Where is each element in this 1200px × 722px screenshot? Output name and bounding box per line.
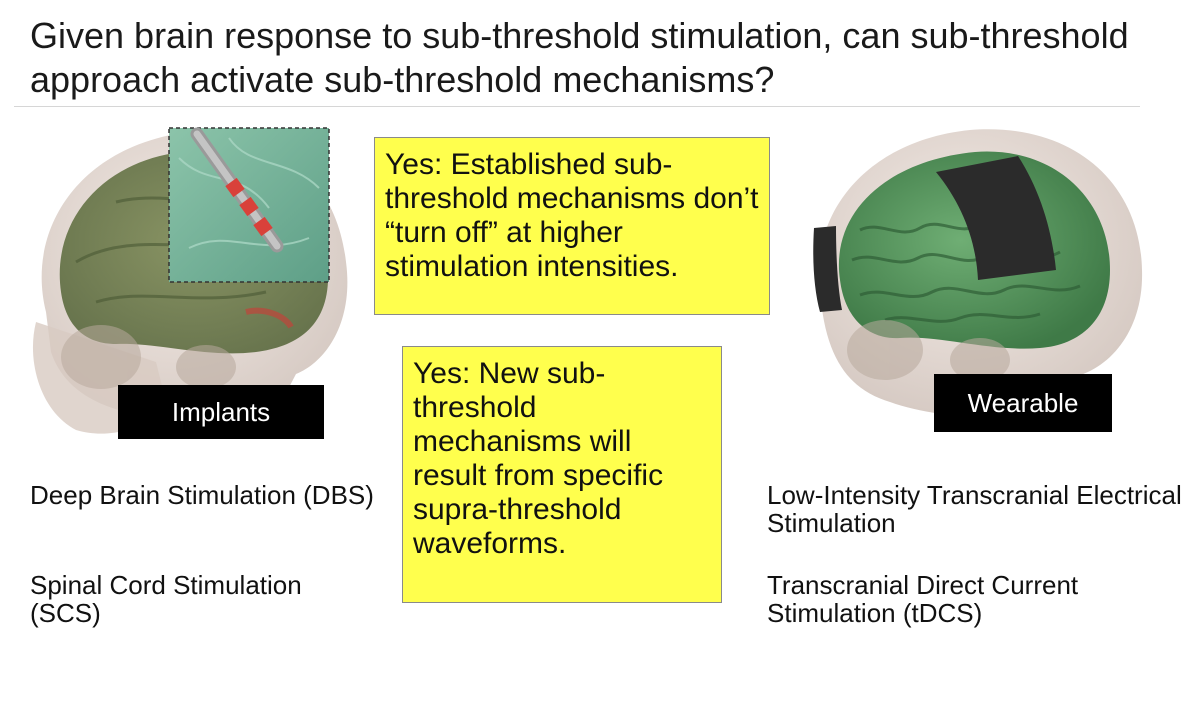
title-divider [14, 106, 1140, 107]
spinal-cord-stimulation-label: Spinal Cord Stimulation (SCS) [30, 570, 302, 628]
tdcs-label: Transcranial Direct Current Stimulation … [767, 570, 1079, 628]
callout-established-mechanisms: Yes: Established sub-threshold mechanism… [374, 137, 770, 315]
electrode-lead-icon [190, 127, 284, 253]
implant-head-illustration [32, 127, 348, 434]
wearable-tag: Wearable [934, 374, 1112, 432]
callout-new-mechanisms: Yes: New sub-threshold mechanisms will r… [402, 346, 722, 603]
electrode-pad-icon [813, 226, 842, 312]
low-intensity-tes-label: Low-Intensity Transcranial Electrical St… [767, 480, 1182, 538]
deep-brain-stimulation-label: Deep Brain Stimulation (DBS) [30, 480, 374, 510]
electrode-inset [168, 127, 330, 283]
wearable-head-illustration [813, 129, 1143, 418]
jaw-shape [61, 325, 236, 389]
implants-tag: Implants [118, 385, 324, 439]
jaw-shape [847, 320, 1010, 382]
slide-title: Given brain response to sub-threshold st… [30, 15, 1129, 100]
electrode-pad-icon [936, 156, 1056, 280]
